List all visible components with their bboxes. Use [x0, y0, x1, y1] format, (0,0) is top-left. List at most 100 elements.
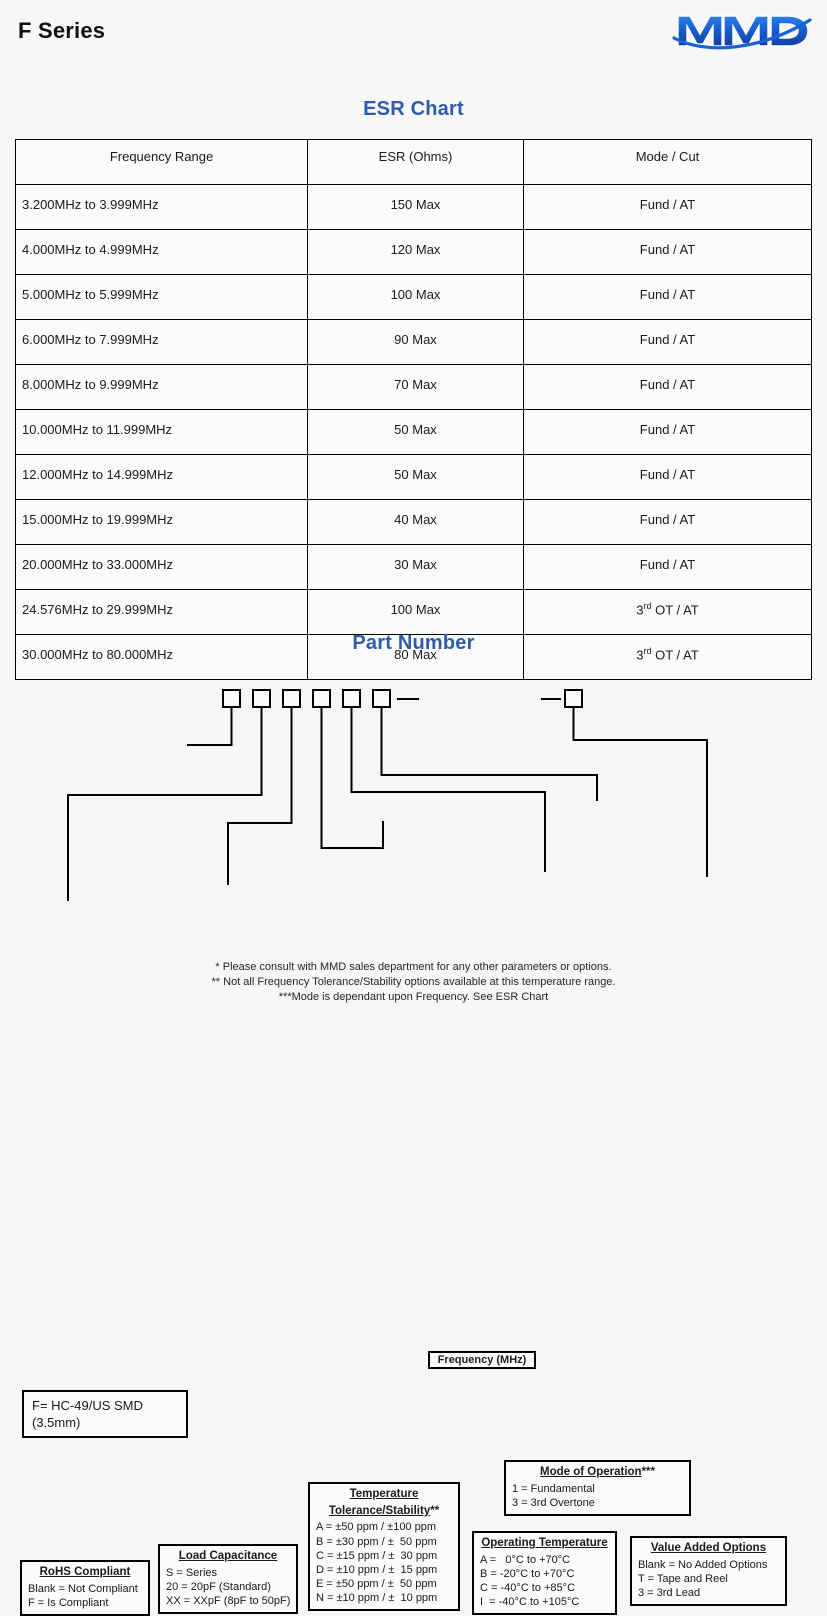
cell-frequency-range: 10.000MHz to 11.999MHz	[15, 409, 308, 455]
cell-mode-cut: 3rd OT / AT	[523, 634, 812, 680]
callout-optemp-line: C = -40°C to +85°C	[480, 1581, 576, 1594]
callout-temptol-line: D = ±10 ppm / ± 15 ppm	[316, 1563, 438, 1576]
cell-mode-cut: Fund / AT	[523, 409, 812, 455]
cell-mode-cut: Fund / AT	[523, 544, 812, 590]
callout-value-line: Blank = No Added Options	[638, 1558, 768, 1571]
callout-rohs-title: RoHS Compliant	[39, 1566, 131, 1578]
mmd-logo	[672, 15, 812, 50]
leader-load	[227, 706, 293, 885]
cell-esr: 30 Max	[307, 544, 524, 590]
leader-rohs	[67, 706, 263, 901]
callout-temptol-line: C = ±15 ppm / ± 30 ppm	[316, 1549, 438, 1562]
callout-package-line1: F= HC-49/US SMD	[32, 1398, 143, 1413]
callout-mode-title: Mode of Operation***	[539, 1466, 656, 1478]
callout-optemp-line: I = -40°C to +105°C	[480, 1595, 580, 1608]
callout-rohs-line: F = Is Compliant	[28, 1596, 109, 1609]
cell-esr: 50 Max	[307, 454, 524, 500]
column-header: ESR (Ohms)	[307, 139, 524, 185]
column-header: Frequency Range	[15, 139, 308, 185]
callout-temptol-line: N = ±10 ppm / ± 10 ppm	[316, 1591, 438, 1604]
cell-frequency-range: 5.000MHz to 5.999MHz	[15, 274, 308, 320]
callout-mode-of-operation: Mode of Operation*** 1 = Fundamental 3 =…	[504, 1460, 691, 1516]
callout-value-added-options: Value Added Options Blank = No Added Opt…	[630, 1536, 787, 1606]
callout-temptol-title-line2: Tolerance/Stability**	[328, 1504, 440, 1517]
page-title: F Series	[18, 18, 106, 43]
cell-frequency-range: 20.000MHz to 33.000MHz	[15, 544, 308, 590]
callout-temptol-line: B = ±30 ppm / ± 50 ppm	[316, 1535, 437, 1548]
callout-load-title: Load Capacitance	[178, 1550, 278, 1562]
cell-mode-cut: Fund / AT	[523, 364, 812, 410]
digit-box-5	[342, 689, 361, 708]
callout-rohs-line: Blank = Not Compliant	[28, 1582, 138, 1595]
part-number-heading: Part Number	[352, 632, 475, 654]
cell-mode-cut: 3rd OT / AT	[523, 589, 812, 635]
callout-optemp-line: B = -20°C to +70°C	[480, 1567, 575, 1580]
cell-frequency-range: 4.000MHz to 4.999MHz	[15, 229, 308, 275]
digit-box-6	[372, 689, 391, 708]
cell-frequency-range: 8.000MHz to 9.999MHz	[15, 364, 308, 410]
callout-optemp-line: A = 0°C to +70°C	[480, 1553, 571, 1566]
digit-box-1	[222, 689, 241, 708]
footnotes: * Please consult with MMD sales departme…	[0, 960, 827, 1005]
digit-box-3	[282, 689, 301, 708]
callout-package-line2: (3.5mm)	[32, 1414, 81, 1430]
cell-esr: 150 Max	[307, 184, 524, 230]
callout-temperature-tolerance: Temperature Tolerance/Stability** A = ±5…	[308, 1482, 460, 1611]
cell-esr: 50 Max	[307, 409, 524, 455]
callout-load-line: S = Series	[166, 1566, 218, 1579]
esr-chart-heading: ESR Chart	[363, 98, 464, 120]
callout-package: F= HC-49/US SMD (3.5mm)	[22, 1390, 188, 1438]
leader-optemp	[350, 706, 546, 872]
cell-frequency-range: 3.200MHz to 3.999MHz	[15, 184, 308, 230]
digit-box-2	[252, 689, 271, 708]
footnote: ** Not all Frequency Tolerance/Stability…	[211, 975, 616, 988]
callout-temptol-title-line1: Temperature	[349, 1488, 419, 1500]
cell-mode-cut: Fund / AT	[523, 229, 812, 275]
cell-mode-cut: Fund / AT	[523, 274, 812, 320]
cell-esr: 40 Max	[307, 499, 524, 545]
callout-value-line: 3 = 3rd Lead	[638, 1586, 701, 1599]
cell-mode-cut: Fund / AT	[523, 319, 812, 365]
cell-mode-cut: Fund / AT	[523, 499, 812, 545]
cell-frequency-range: 24.576MHz to 29.999MHz	[15, 589, 308, 635]
frequency-box: Frequency (MHz)	[428, 1351, 536, 1369]
cell-mode-cut: Fund / AT	[523, 454, 812, 500]
cell-esr: 100 Max	[307, 589, 524, 635]
leader-package	[187, 706, 233, 746]
cell-esr: 80 Max	[307, 634, 524, 680]
digit-box-4	[312, 689, 331, 708]
leader-temptol	[320, 706, 384, 849]
cell-frequency-range: 30.000MHz to 80.000MHz	[15, 634, 308, 680]
callout-mode-line: 3 = 3rd Overtone	[512, 1496, 595, 1509]
cell-esr: 120 Max	[307, 229, 524, 275]
callout-load-line: XX = XXpF (8pF to 50pF)	[166, 1594, 291, 1607]
column-header: Mode / Cut	[523, 139, 812, 185]
leader-value	[572, 706, 708, 877]
callout-operating-temperature: Operating Temperature A = 0°C to +70°C B…	[472, 1531, 617, 1616]
callout-value-line: T = Tape and Reel	[638, 1572, 728, 1585]
cell-esr: 100 Max	[307, 274, 524, 320]
cell-frequency-range: 15.000MHz to 19.999MHz	[15, 499, 308, 545]
callout-optemp-title: Operating Temperature	[481, 1537, 608, 1549]
footnote: ***Mode is dependant upon Frequency. See…	[278, 990, 549, 1003]
leader-mode	[380, 706, 598, 801]
cell-esr: 70 Max	[307, 364, 524, 410]
footnote: * Please consult with MMD sales departme…	[215, 961, 612, 973]
part-number-connector-lines	[67, 689, 708, 901]
cell-mode-cut: Fund / AT	[523, 184, 812, 230]
digit-box-7	[564, 689, 583, 708]
cell-esr: 90 Max	[307, 319, 524, 365]
cell-frequency-range: 6.000MHz to 7.999MHz	[15, 319, 308, 365]
callout-load-capacitance: Load Capacitance S = Series 20 = 20pF (S…	[158, 1544, 298, 1614]
